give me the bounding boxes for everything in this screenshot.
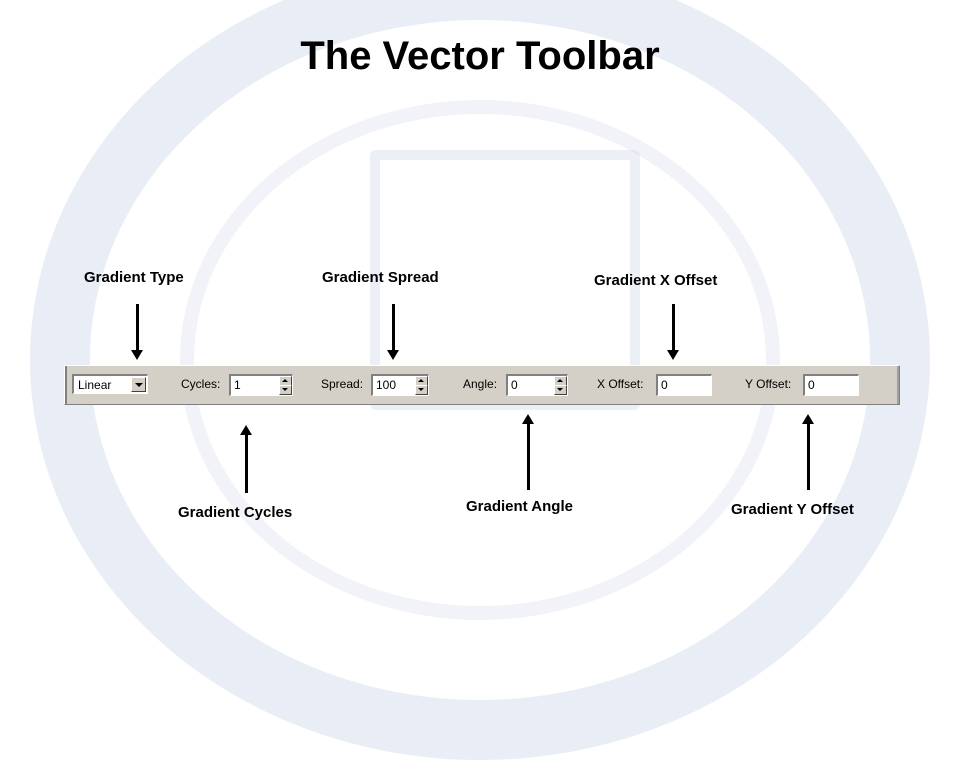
arrow-gradient-y-offset	[802, 414, 814, 490]
cycles-spinner	[279, 376, 292, 395]
label-gradient-cycles: Gradient Cycles	[178, 504, 293, 521]
arrow-down-icon	[557, 388, 563, 391]
arrow-up-icon	[282, 379, 288, 382]
x-offset-label: X Offset:	[597, 377, 644, 391]
cycles-value: 1	[234, 378, 241, 392]
arrow-up-icon	[418, 379, 424, 382]
dropdown-button[interactable]	[131, 377, 146, 392]
toolbar-end-divider	[897, 366, 899, 404]
label-gradient-spread: Gradient Spread	[322, 269, 439, 286]
cycles-down-button[interactable]	[279, 385, 292, 395]
arrow-gradient-spread	[387, 304, 399, 360]
arrow-down-icon	[418, 388, 424, 391]
angle-label: Angle:	[463, 377, 498, 391]
angle-stepper[interactable]: 0	[506, 374, 568, 396]
y-offset-label: Y Offset:	[745, 377, 792, 391]
label-gradient-type: Gradient Type	[84, 269, 184, 286]
spread-stepper[interactable]: 100	[371, 374, 429, 396]
y-offset-value: 0	[808, 378, 815, 392]
angle-value: 0	[511, 378, 518, 392]
slide-title: The Vector Toolbar	[300, 34, 660, 78]
arrow-down-icon	[282, 388, 288, 391]
arrow-up-icon	[557, 379, 563, 382]
cycles-stepper[interactable]: 1	[229, 374, 293, 396]
label-gradient-angle: Gradient Angle	[466, 498, 573, 515]
arrow-gradient-angle	[522, 414, 534, 490]
toolbar-grip[interactable]	[65, 366, 67, 404]
seal-inner-ring	[180, 100, 780, 620]
cycles-label: Cycles:	[181, 377, 221, 391]
arrow-gradient-type	[131, 304, 143, 360]
arrow-gradient-x-offset	[667, 304, 679, 360]
spread-label: Spread:	[321, 377, 364, 391]
y-offset-input[interactable]: 0	[803, 374, 859, 396]
label-gradient-x-offset: Gradient X Offset	[594, 272, 718, 289]
angle-spinner	[554, 376, 567, 395]
label-gradient-y-offset: Gradient Y Offset	[731, 501, 854, 518]
x-offset-value: 0	[661, 378, 668, 392]
arrow-gradient-cycles	[240, 425, 252, 493]
spread-down-button[interactable]	[415, 385, 428, 395]
spread-spinner	[415, 376, 428, 395]
chevron-down-icon	[135, 383, 143, 387]
angle-down-button[interactable]	[554, 385, 567, 395]
spread-value: 100	[376, 378, 397, 392]
gradient-type-value: Linear	[78, 378, 112, 392]
vector-toolbar: Linear Cycles: 1 Spread: 100 Angle: 0 X …	[64, 365, 900, 405]
gradient-type-dropdown[interactable]: Linear	[72, 374, 148, 394]
x-offset-input[interactable]: 0	[656, 374, 712, 396]
